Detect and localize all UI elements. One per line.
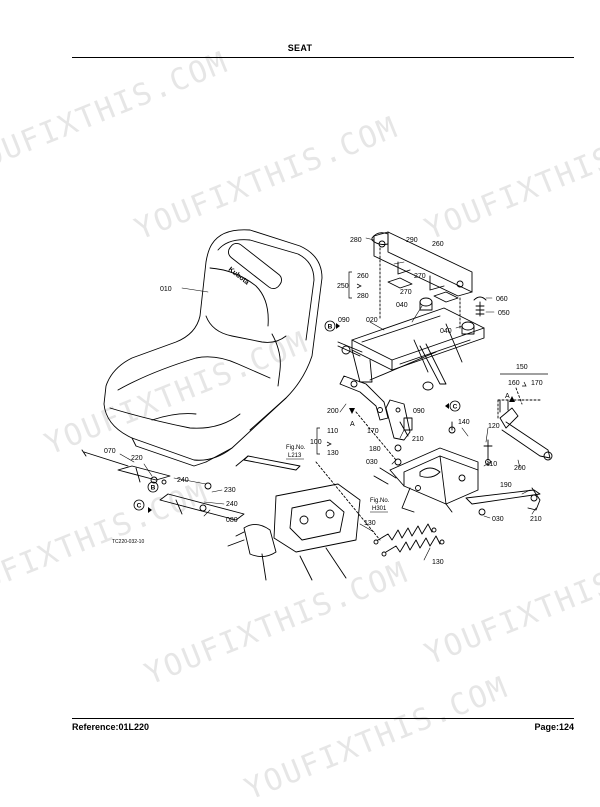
callout-c-left: C xyxy=(137,503,142,510)
label-270-left: 270 xyxy=(400,289,412,296)
label-100: 100 xyxy=(310,439,322,446)
fig-ref-h301: Fig.No. H301 xyxy=(370,498,390,513)
label-090-bottom: 090 xyxy=(413,408,425,415)
label-120: 120 xyxy=(488,423,500,430)
label-170-adjust: 170 xyxy=(531,380,543,387)
part-labels: 010 280 290 260 260 250 280 270 270 040 … xyxy=(104,237,543,566)
label-190: 190 xyxy=(500,482,512,489)
label-290: 290 xyxy=(406,237,418,244)
label-040-top: 040 xyxy=(396,302,408,309)
callout-b-bottom: B xyxy=(151,485,156,492)
label-270-right: 270 xyxy=(414,273,426,280)
page-title: SEAT xyxy=(287,43,313,53)
label-260-top: 260 xyxy=(432,241,444,248)
bolt-090 xyxy=(337,341,363,357)
fig-ref-h301-number: H301 xyxy=(372,506,387,512)
label-250: 250 xyxy=(337,283,349,290)
label-160: 160 xyxy=(508,380,520,387)
fig-ref-h301-title: Fig.No. xyxy=(370,498,390,504)
label-040-bottom: 040 xyxy=(440,328,452,335)
label-110-right: 110 xyxy=(486,461,497,468)
callout-circles xyxy=(133,320,461,511)
weight-adjust-lever xyxy=(483,399,553,465)
label-020: 020 xyxy=(366,317,378,324)
label-050: 050 xyxy=(498,310,510,317)
label-090-top: 090 xyxy=(338,317,350,324)
label-280-top: 280 xyxy=(350,237,362,244)
label-130-left: 130 xyxy=(364,520,376,527)
footer-rule xyxy=(72,718,574,719)
callout-arrows xyxy=(148,323,515,513)
label-170-lever: 170 xyxy=(367,428,379,435)
parts-catalog-page: YOUFIXTHIS.COM YOUFIXTHIS.COM YOUFIXTHIS… xyxy=(0,43,600,807)
label-240-top: 240 xyxy=(177,477,189,484)
label-260-group: 260 xyxy=(357,273,369,280)
page-number: Page:124 xyxy=(534,722,574,732)
callout-a-adjust: A xyxy=(505,393,510,400)
label-150: 150 xyxy=(516,364,528,371)
leader-lines-dashed xyxy=(315,247,541,541)
scissor-frame xyxy=(351,307,485,385)
exploded-parts-diagram: Kubota xyxy=(81,229,553,581)
label-110-group: 110 xyxy=(327,428,338,435)
lever-170 xyxy=(339,375,411,441)
label-130-bottom: 130 xyxy=(432,559,444,566)
label-200-right: 200 xyxy=(514,465,526,472)
label-130-group: 130 xyxy=(327,450,339,457)
fig-ref-l213-title: Fig.No. xyxy=(286,445,306,451)
label-220: 220 xyxy=(131,455,143,462)
callout-a-lever: A xyxy=(350,421,355,428)
leader-lines xyxy=(119,237,537,561)
mount-plate xyxy=(227,483,361,581)
label-030-mid: 030 xyxy=(366,459,378,466)
damper-springs xyxy=(419,296,487,335)
label-060: 060 xyxy=(496,296,508,303)
range-braces xyxy=(316,271,548,455)
label-240-bottom: 240 xyxy=(226,501,238,508)
label-010: 010 xyxy=(160,286,172,293)
seat-cushion xyxy=(103,229,323,467)
lever-190 xyxy=(465,487,541,516)
label-140: 140 xyxy=(458,419,470,426)
seat-brackets xyxy=(81,449,301,521)
slide-rails xyxy=(387,277,459,303)
callout-c-right: C xyxy=(453,404,458,411)
tension-springs xyxy=(373,523,445,557)
callout-b-top: B xyxy=(328,324,333,331)
small-fasteners xyxy=(394,381,456,466)
label-180: 180 xyxy=(369,446,381,453)
label-030-right: 030 xyxy=(492,516,504,523)
label-070: 070 xyxy=(104,448,116,455)
reference-number: Reference:01L220 xyxy=(72,722,150,732)
fig-ref-l213: Fig.No. L213 xyxy=(286,445,306,460)
label-210-right: 210 xyxy=(530,516,542,523)
base-bracket xyxy=(373,447,479,513)
drawing-code: TC220-032-10 xyxy=(112,539,144,545)
header-rule xyxy=(72,57,574,58)
suspension-top-bracket xyxy=(371,231,473,297)
label-200-left: 200 xyxy=(327,408,339,415)
label-080: 080 xyxy=(226,517,238,524)
label-280-group: 280 xyxy=(357,293,369,300)
fig-ref-l213-number: L213 xyxy=(288,453,302,459)
label-210-mid: 210 xyxy=(412,436,424,443)
label-230: 230 xyxy=(224,487,236,494)
